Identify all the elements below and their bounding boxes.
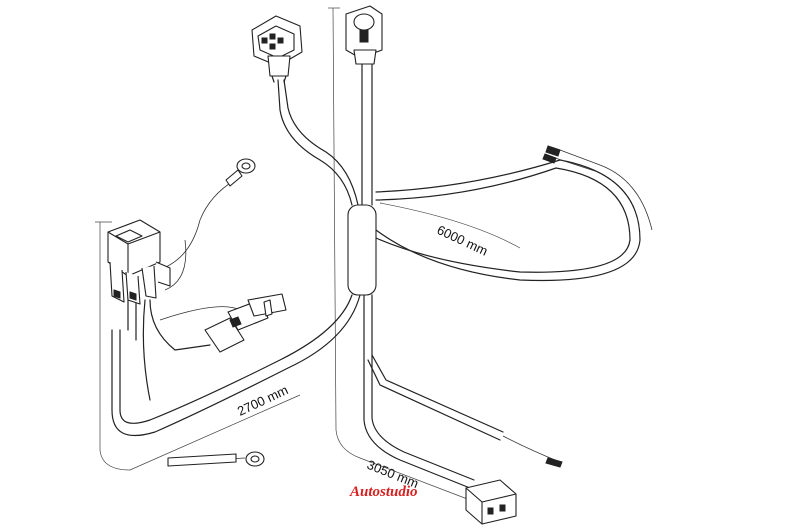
watermark-text: Autostudio [349,484,418,500]
connector-top-left [251,15,303,83]
ring-terminal-upper [225,158,256,187]
dimension-label-2700: 2700 mm [235,382,290,419]
relay-block [107,219,171,305]
dimension-lines [95,7,521,501]
dimension-label-6000: 6000 mm [435,222,490,259]
inline-connector [204,293,287,353]
connector-top-right [345,5,383,65]
harness-wires [111,61,653,489]
connector-bottom-right [465,479,517,525]
sleeve [347,204,377,296]
ring-terminal-lower [167,451,265,467]
